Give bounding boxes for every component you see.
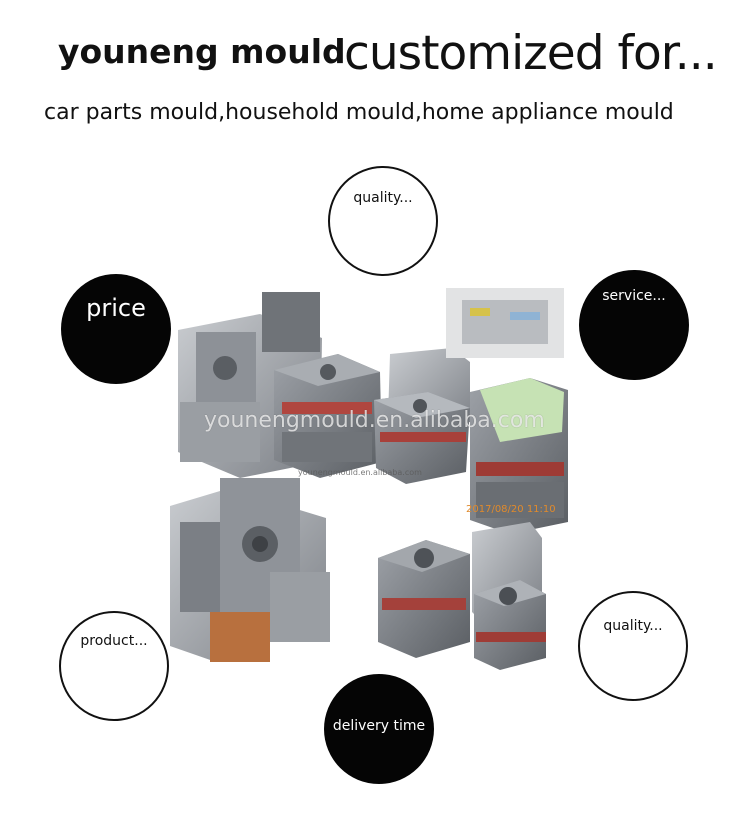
feature-delivery: delivery time — [324, 674, 434, 784]
feature-product: product... — [59, 611, 169, 721]
mould-photos-graphic — [170, 288, 568, 670]
mould-top-left — [178, 292, 322, 478]
mould-middle — [374, 348, 470, 484]
feature-quality-top: quality... — [328, 166, 438, 276]
feature-product-label: product... — [80, 633, 148, 649]
photo-watermark-large: younengmould.en.alibaba.com — [204, 408, 545, 433]
feature-service: service... — [579, 270, 689, 380]
feature-quality-bottom-label: quality... — [603, 618, 663, 634]
mould-bottom-right — [472, 522, 546, 670]
mould-top-right — [446, 288, 564, 358]
mould-bottom-center — [378, 540, 470, 658]
feature-price: price — [61, 274, 171, 384]
mould-right — [470, 378, 568, 534]
feature-price-label: price — [86, 294, 146, 322]
feature-delivery-label: delivery time — [332, 718, 426, 734]
mould-bottom-left — [170, 478, 330, 662]
feature-service-label: service... — [602, 288, 666, 304]
mould-center — [274, 354, 382, 478]
feature-quality-top-label: quality... — [353, 190, 413, 206]
feature-quality-bottom: quality... — [578, 591, 688, 701]
photo-date-stamp: 2017/08/20 11:10 — [466, 504, 556, 515]
product-categories: car parts mould,household mould,home app… — [44, 100, 674, 125]
photo-watermark-small: younengmould.en.alibaba.com — [298, 468, 422, 477]
mould-photo-collage: younengmould.en.alibaba.com younengmould… — [170, 282, 570, 674]
brand-title: youneng mould — [58, 32, 346, 71]
tagline-title: customized for... — [344, 26, 718, 81]
